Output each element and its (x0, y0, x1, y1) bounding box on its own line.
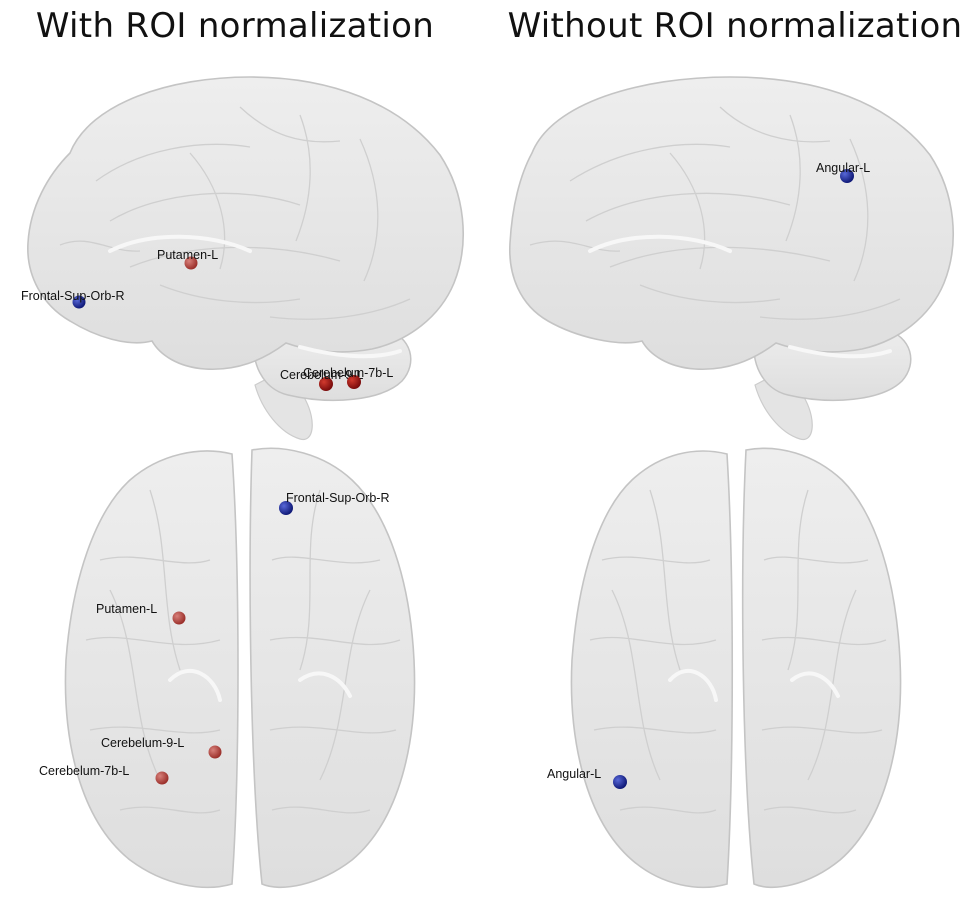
brain-axial-view-with-roi: Frontal-Sup-Orb-R Putamen-L Cerebelum-9-… (39, 447, 416, 889)
brain-sagittal-surface (27, 76, 464, 440)
brain-axial-surface (570, 447, 902, 889)
label-cerebelum-9-l: Cerebelum-9-L (280, 368, 363, 382)
title-with-roi-normalization: With ROI normalization (35, 6, 435, 46)
label-putamen-l: Putamen-L (157, 248, 218, 262)
node-cerebelum-9-l: Cerebelum-9-L (280, 368, 363, 391)
node-angular-l: Angular-L (816, 161, 870, 183)
label-angular-l: Angular-L (816, 161, 870, 175)
brain-sagittal-view-without-roi: Angular-L (509, 76, 954, 440)
label-cerebelum-9-l: Cerebelum-9-L (101, 736, 184, 750)
label-cerebelum-7b-l: Cerebelum-7b-L (303, 366, 393, 380)
node-cerebelum-7b-l: Cerebelum-7b-L (303, 366, 393, 389)
node-angular-l: Angular-L (547, 767, 627, 789)
label-angular-l: Angular-L (547, 767, 601, 781)
node-cerebelum-9-l: Cerebelum-9-L (101, 736, 222, 759)
brain-axial-surface (64, 447, 416, 889)
node-putamen-l: Putamen-L (157, 248, 218, 270)
label-frontal-sup-orb-r: Frontal-Sup-Orb-R (21, 289, 125, 303)
node-putamen-l: Putamen-L (96, 602, 186, 625)
label-cerebelum-7b-l: Cerebelum-7b-L (39, 764, 129, 778)
brain-sagittal-view-with-roi: Putamen-L Frontal-Sup-Orb-R Cerebelum-9-… (21, 76, 464, 440)
node-frontal-sup-orb-r: Frontal-Sup-Orb-R (279, 491, 390, 515)
node-frontal-sup-orb-r: Frontal-Sup-Orb-R (21, 289, 125, 309)
title-without-roi-normalization: Without ROI normalization (507, 6, 963, 46)
node-cerebelum-7b-l: Cerebelum-7b-L (39, 764, 169, 785)
label-putamen-l: Putamen-L (96, 602, 157, 616)
brain-axial-view-without-roi: Angular-L (547, 447, 902, 889)
brain-sagittal-surface (509, 76, 954, 440)
label-frontal-sup-orb-r: Frontal-Sup-Orb-R (286, 491, 390, 505)
